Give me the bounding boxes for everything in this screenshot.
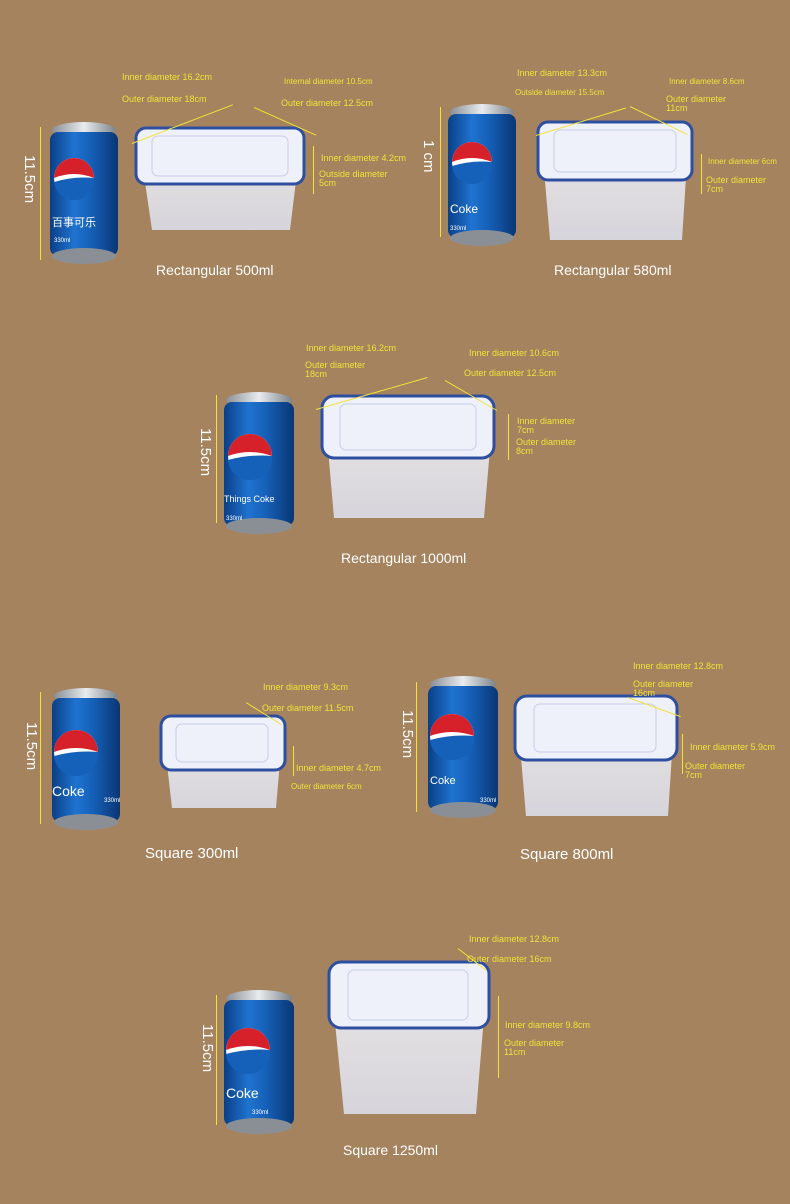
can-brand: Coke [52, 783, 85, 799]
can-height-line [216, 395, 217, 523]
can-height-line [416, 682, 417, 812]
can-brand: Coke [226, 1085, 259, 1101]
annotation: Inner diameter 12.8cm [633, 661, 724, 671]
annotation: Outside diameter [319, 169, 388, 179]
annotation: Internal diameter 10.5cm [284, 77, 373, 86]
annotation: Inner diameter 16.2cm [306, 343, 397, 353]
dimension-line [508, 414, 509, 460]
can-volume: 330ml [104, 798, 121, 804]
annotation: Inner diameter 6cm [708, 157, 777, 166]
can-volume: 330ml [252, 1110, 269, 1116]
can-height-label: 11.5cm [199, 1024, 216, 1073]
annotation: Outer diameter [666, 94, 727, 104]
annotation: Outer diameter [504, 1038, 565, 1048]
dimension-line [293, 746, 294, 776]
annotation: Outer diameter 11.5cm [262, 703, 354, 713]
annotation: Outer diameter 12.5cm [281, 98, 374, 108]
soda-can [428, 676, 498, 818]
can-volume: 330ml [54, 238, 71, 244]
annotation: Inner diameter 12.8cm [469, 934, 560, 944]
annotation: Inner diameter 8.6cm [669, 77, 745, 86]
annotation: Outer diameter 12.5cm [464, 368, 557, 378]
annotation: Inner diameter [517, 416, 576, 426]
can-volume: 330ml [480, 798, 497, 804]
food-container [134, 126, 306, 230]
can-height-label: 11.5cm [399, 710, 416, 759]
annotation: Inner diameter 9.3cm [263, 682, 349, 692]
annotation: Inner diameter 5.9cm [690, 742, 776, 752]
can-height-line [216, 995, 217, 1125]
food-container [536, 120, 694, 240]
food-container [327, 960, 491, 1114]
annotation: Outer diameter 16cm [467, 954, 552, 964]
can-brand: Coke [430, 775, 456, 787]
annotation: Inner diameter 9.8cm [505, 1020, 591, 1030]
annotation: 8cm [516, 446, 534, 456]
annotation: 5cm [319, 178, 337, 188]
can-height-line [40, 692, 41, 824]
can-volume: 330ml [450, 226, 467, 232]
can-brand: 百事可乐 [52, 217, 96, 229]
dimension-line [498, 996, 499, 1078]
food-container [159, 714, 287, 808]
can-height-label: 1 cm [420, 140, 437, 173]
can-brand: Coke [450, 202, 479, 216]
annotation: 11cm [666, 103, 688, 113]
product-caption: Rectangular 500ml [156, 262, 274, 278]
annotation: Outer diameter [633, 679, 694, 689]
product-caption: Square 800ml [520, 846, 614, 863]
annotation: Outer diameter [305, 360, 366, 370]
can-height-line [440, 107, 441, 237]
product-caption: Rectangular 580ml [554, 262, 672, 278]
can-height-label: 11.5cm [197, 428, 214, 477]
annotation: Inner diameter 10.6cm [469, 348, 560, 358]
product-caption: Square 300ml [145, 845, 239, 862]
annotation: Inner diameter 4.2cm [321, 153, 407, 163]
can-height-line [40, 127, 41, 260]
food-container [320, 394, 496, 518]
annotation: Inner diameter 16.2cm [122, 72, 213, 82]
product-caption: Square 1250ml [343, 1142, 438, 1158]
annotation: Outer diameter [516, 437, 577, 447]
soda-can [448, 104, 516, 246]
can-brand: Things Coke [224, 494, 275, 504]
annotation: 7cm [685, 770, 703, 780]
can-height-label: 11.5cm [21, 155, 38, 204]
product-caption: Rectangular 1000ml [341, 550, 467, 566]
dimension-line [313, 146, 314, 194]
food-container [513, 694, 679, 816]
annotation: Outer diameter [706, 175, 767, 185]
annotation: 7cm [517, 425, 535, 435]
annotation: Outer diameter 18cm [122, 94, 207, 104]
soda-can [52, 688, 120, 830]
soda-can [224, 990, 294, 1134]
dimension-line [682, 734, 683, 774]
annotation: Outer diameter [685, 761, 746, 771]
annotation: 18cm [305, 369, 328, 379]
can-volume: 330ml [226, 516, 243, 522]
soda-can [50, 122, 118, 264]
annotation: Inner diameter 13.3cm [517, 68, 608, 78]
can-height-label: 11.5cm [23, 722, 40, 771]
annotation: Outside diameter 15.5cm [515, 88, 605, 97]
dimension-line [701, 154, 702, 194]
annotation: Outer diameter 6cm [291, 782, 362, 791]
annotation: 7cm [706, 184, 724, 194]
annotation: 11cm [504, 1047, 526, 1057]
soda-can [224, 392, 294, 534]
annotation: 16cm [633, 688, 656, 698]
annotation: Inner diameter 4.7cm [296, 763, 382, 773]
